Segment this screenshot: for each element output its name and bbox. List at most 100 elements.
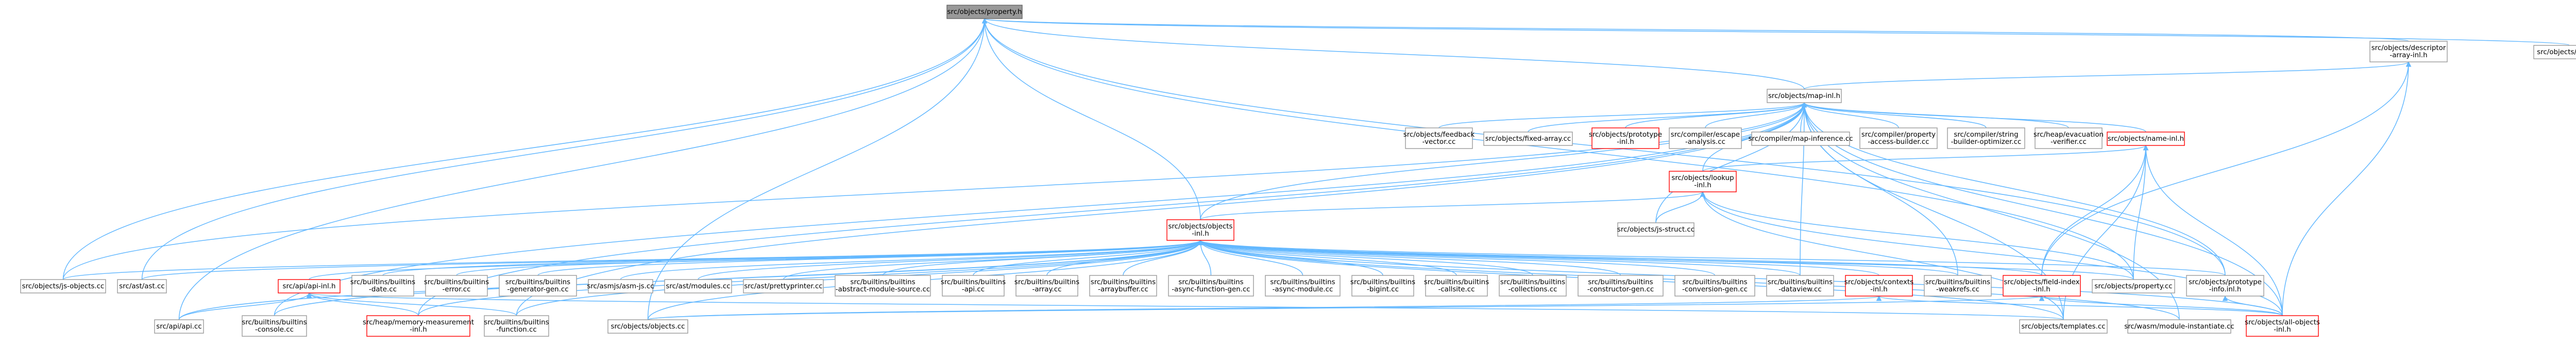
dependency-edge [647,295,2044,320]
dependency-edge [1655,102,1807,223]
graph-node-bctor[interactable]: src/builtins/builtins-constructor-gen.cc [1578,275,1664,297]
graph-node-mapcc[interactable]: src/objects/map.cc [2533,45,2576,59]
graph-node-protoinfo[interactable]: src/objects/prototype-info.inl.h [2186,275,2264,297]
node-label: -function.cc [496,326,537,334]
graph-node-bbigint[interactable]: src/builtins/builtins-bigint.cc [1350,275,1415,297]
graph-node-bcallsite[interactable]: src/builtins/builtins-callsite.cc [1424,275,1489,297]
graph-node-root[interactable]: src/objects/property.h [946,5,1023,19]
node-label: -inl.h [2274,326,2291,334]
node-label: src/builtins/builtins [350,279,415,286]
graph-node-propaccess[interactable]: src/compiler/property-access-builder.cc [1859,127,1938,149]
graph-node-bconsole[interactable]: src/builtins/builtins-console.cc [242,315,307,337]
node-label: src/builtins/builtins [1014,279,1079,286]
node-label: -error.cc [443,286,471,293]
graph-node-basyncfn[interactable]: src/builtins/builtins-async-function-gen… [1168,275,1254,297]
graph-node-astmod[interactable]: src/ast/modules.cc [664,279,732,293]
graph-node-strbuild[interactable]: src/compiler/string-builder-optimizer.cc [1947,127,2025,149]
dependency-edge [1200,191,1705,220]
node-label: src/compiler/property [1861,131,1936,139]
graph-node-allobj[interactable]: src/objects/all-objects-inl.h [2245,315,2320,337]
node-label: src/heap/memory-measurement [363,319,474,326]
graph-node-bconv[interactable]: src/builtins/builtins-conversion-gen.cc [1674,275,1755,297]
node-label: src/api/api.cc [156,323,201,331]
graph-node-jsobjects[interactable]: src/objects/js-objects.cc [20,279,106,293]
node-box [2107,132,2185,146]
node-label: src/builtins/builtins [1500,279,1565,286]
graph-node-heapevac[interactable]: src/heap/evacuation-verifier.cc [2033,127,2104,149]
graph-node-escape[interactable]: src/compiler/escape-analysis.cc [1669,127,1742,149]
graph-node-basyncmod[interactable]: src/builtins/builtins-async-module.cc [1265,275,1341,297]
graph-node-bweakref[interactable]: src/builtins/builtins-weakrefs.cc [1924,275,1992,297]
node-label: src/builtins/builtins [1091,279,1156,286]
node-label: src/objects/property.cc [2094,283,2172,290]
node-label: src/objects/js-objects.cc [22,283,105,290]
node-label: -inl.h [1870,286,1888,293]
node-box [1859,127,1938,149]
dependency-edge [1198,239,2042,276]
graph-node-barray[interactable]: src/builtins/builtins-array.cc [1014,275,1079,297]
node-label: -inl.h [2033,286,2050,293]
graph-node-prettyp[interactable]: src/ast/prettyprinter.cc [743,279,824,293]
graph-node-bdataview[interactable]: src/builtins/builtins-dataview.cc [1766,275,1834,297]
graph-node-bfunction[interactable]: src/builtins/builtins-function.cc [484,315,549,337]
node-label: -arraybuffer.cc [1098,286,1148,293]
node-box [1669,127,1742,149]
graph-node-objcc[interactable]: src/objects/objects.cc [607,319,688,334]
node-box [117,279,167,293]
dependency-edge [1197,239,1621,276]
graph-node-bapi[interactable]: src/builtins/builtins-api.cc [941,275,1006,297]
node-label: src/builtins/builtins [1925,279,1990,286]
graph-node-mapinf[interactable]: src/compiler/map-inference.cc [1748,132,1853,146]
node-label: src/builtins/builtins [1350,279,1415,286]
graph-node-nameinl[interactable]: src/objects/name-inl.h [2107,132,2185,146]
graph-node-wasm[interactable]: src/wasm/module-instantiate.cc [2124,319,2234,334]
graph-node-jsstruct[interactable]: src/objects/js-struct.cc [1617,222,1694,237]
node-box [499,275,577,297]
node-box [351,275,414,297]
dependency-edge [1200,102,1807,220]
node-label: src/objects/contexts [1844,279,1913,286]
node-box [1947,127,2025,149]
node-label: -inl.h [1694,182,1711,189]
graph-node-objinl[interactable]: src/objects/objects-inl.h [1166,219,1234,241]
node-label: src/objects/field-index [2004,279,2079,286]
node-box [2019,319,2108,334]
node-label: src/objects/feedback [1403,131,1475,139]
graph-node-ctxinl[interactable]: src/objects/contexts-inl.h [1844,275,1913,297]
dependency-edge [1700,191,2134,280]
dependency-edge [306,292,419,316]
graph-node-lookupinl[interactable]: src/objects/lookup-inl.h [1669,171,1737,192]
graph-node-bcoll[interactable]: src/builtins/builtins-collections.cc [1499,275,1567,297]
dependency-edge [2039,295,2283,316]
node-box [1669,171,1737,192]
graph-node-templates[interactable]: src/objects/templates.cc [2019,319,2108,334]
graph-node-mapinl[interactable]: src/objects/map-inl.h [1767,89,1842,103]
node-label: -constructor-gen.cc [1587,286,1654,293]
graph-node-heapmem[interactable]: src/heap/memory-measurement-inl.h [363,315,474,337]
node-box [366,315,470,337]
graph-node-apicc[interactable]: src/api/api.cc [154,319,204,334]
graph-node-feedback[interactable]: src/objects/feedback-vector.cc [1403,127,1475,149]
node-label: -bigint.cc [1367,286,1399,293]
dependency-edge [1801,102,1987,128]
node-box [607,319,688,334]
dependency-edge [1197,239,1533,276]
graph-node-apiinl[interactable]: src/api/api-inl.h [278,279,341,293]
graph-node-asmjs[interactable]: src/asmjs/asm-js.cc [587,279,654,293]
graph-node-barraybuf[interactable]: src/builtins/builtins-arraybuffer.cc [1089,275,1157,297]
node-label: -abstract-module-source.cc [836,286,930,293]
graph-node-berror[interactable]: src/builtins/builtins-error.cc [424,275,489,297]
node-label: src/objects/prototype [2189,279,2262,286]
graph-node-babstract[interactable]: src/builtins/builtins-abstract-module-so… [835,275,931,297]
graph-node-protoinl[interactable]: src/objects/prototype-inl.h [1589,127,1662,149]
node-label: src/compiler/escape [1671,131,1740,139]
graph-node-astcc[interactable]: src/ast/ast.cc [117,279,167,293]
dependency-edge [382,239,1203,276]
graph-node-bdate[interactable]: src/builtins/builtins-date.cc [350,275,415,297]
node-label: src/heap/evacuation [2033,131,2104,139]
graph-node-propcc[interactable]: src/objects/property.cc [2092,279,2175,293]
graph-node-fieldidx[interactable]: src/objects/field-index-inl.h [2003,275,2081,297]
graph-node-bgen[interactable]: src/builtins/builtins-generator-gen.cc [499,275,577,297]
graph-node-descarr[interactable]: src/objects/descriptor-array-inl.h [2369,41,2448,62]
graph-node-fixedarr[interactable]: src/objects/fixed-array.cc [1483,132,1573,146]
